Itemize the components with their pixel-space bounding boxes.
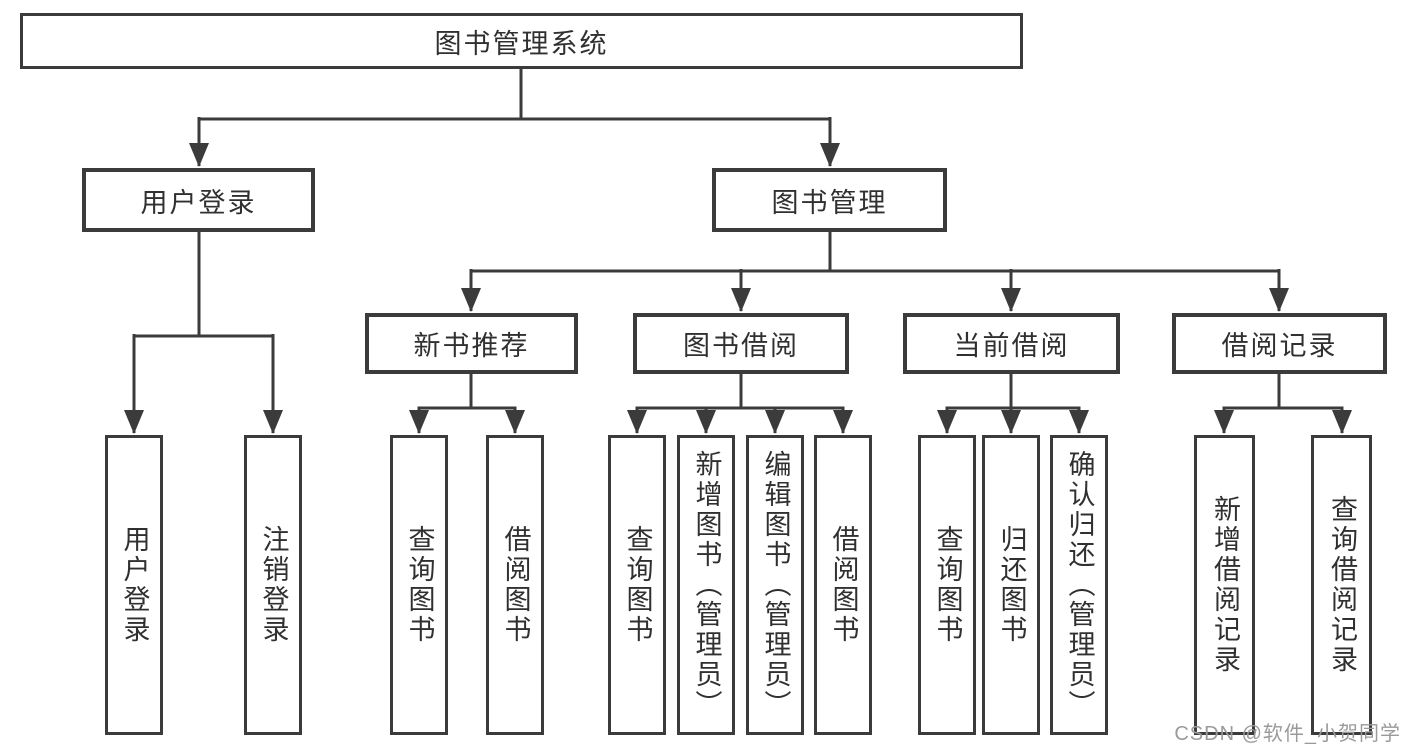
leaf-query-books-current: 查询图书: [918, 435, 976, 735]
leaf-edit-books-admin: 编辑图书（管理员）: [746, 435, 804, 735]
node-label: 新书推荐: [413, 331, 530, 361]
leaf-user-login: 用户登录: [105, 435, 163, 735]
node-new-book-recommend: 新书推荐: [365, 313, 578, 374]
node-label: 查询图书: [404, 525, 435, 645]
node-borrow-records: 借阅记录: [1172, 313, 1387, 374]
node-book-borrow: 图书借阅: [633, 313, 849, 374]
node-label: 编辑图书（管理员）: [760, 450, 791, 720]
node-label: 借阅图书: [828, 525, 859, 645]
node-label: 新增借阅记录: [1210, 495, 1240, 675]
node-book-management: 图书管理: [712, 168, 947, 232]
node-label: 用户登录: [119, 525, 150, 645]
leaf-query-borrow-record: 查询借阅记录: [1311, 435, 1372, 735]
node-label: 注销登录: [258, 525, 289, 645]
connector-book-management-children: [461, 232, 1289, 312]
connector-book-borrow-children: [627, 374, 853, 434]
node-current-borrow: 当前借阅: [903, 313, 1120, 374]
node-label: 图书管理: [771, 187, 888, 218]
node-label: 图书借阅: [683, 331, 799, 361]
connector-new-book-recommend-children: [409, 374, 525, 434]
leaf-add-books-admin: 新增图书（管理员）: [677, 435, 735, 735]
node-user-login: 用户登录: [82, 168, 315, 232]
node-label: 确认归还（管理员）: [1064, 450, 1095, 720]
node-label: 新增图书（管理员）: [691, 450, 722, 720]
node-label: 用户登录: [140, 187, 257, 218]
node-label: 查询图书: [622, 525, 653, 645]
node-label: 图书管理系统: [434, 28, 609, 59]
connector-root-to-level2: [189, 69, 840, 167]
leaf-borrow-books: 借阅图书: [814, 435, 872, 735]
leaf-confirm-return-admin: 确认归还（管理员）: [1050, 435, 1108, 735]
connector-current-borrow-children: [937, 374, 1089, 434]
connector-borrow-records-children: [1214, 374, 1352, 434]
leaf-borrow-books-recommend: 借阅图书: [486, 435, 544, 735]
leaf-add-borrow-record: 新增借阅记录: [1194, 435, 1255, 735]
node-label: 借阅图书: [500, 525, 531, 645]
csdn-watermark: CSDN @软件_小贺同学: [1174, 723, 1401, 745]
leaf-return-books: 归还图书: [982, 435, 1040, 735]
leaf-query-books-recommend: 查询图书: [390, 435, 448, 735]
node-label: 查询借阅记录: [1327, 495, 1357, 675]
node-label: 当前借阅: [953, 331, 1070, 361]
node-label: 查询图书: [932, 525, 963, 645]
node-label: 借阅记录: [1221, 331, 1338, 361]
node-label: 归还图书: [996, 525, 1027, 645]
node-book-management-system: 图书管理系统: [20, 13, 1023, 69]
leaf-query-books-borrow: 查询图书: [608, 435, 666, 735]
leaf-logout: 注销登录: [244, 435, 302, 735]
connector-user-login-children: [124, 232, 283, 434]
